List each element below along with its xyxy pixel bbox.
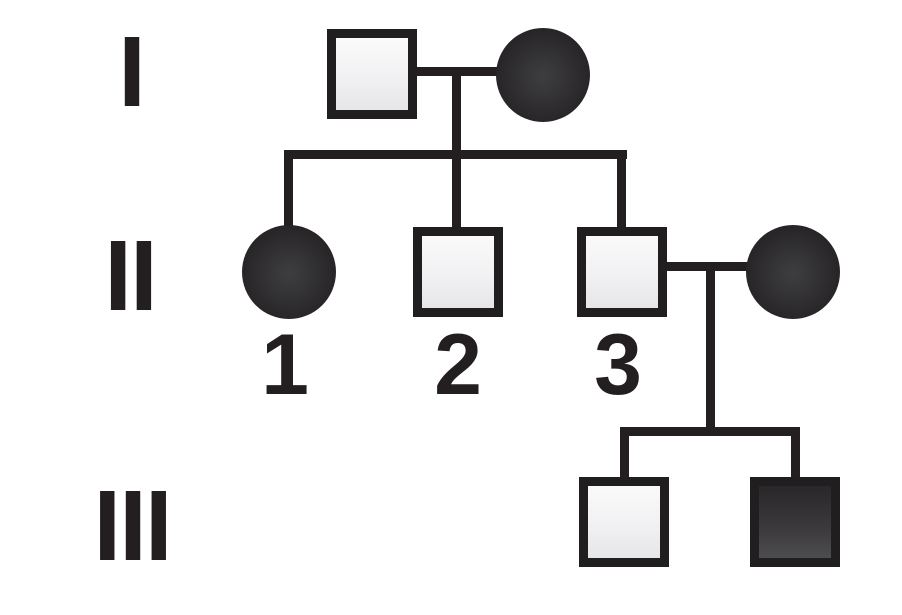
generation-label-3: III (93, 470, 172, 582)
couple-line-generation-2 (663, 262, 751, 271)
generation-label-2: II (104, 220, 158, 332)
generation-label-1: I (118, 16, 146, 128)
drop-line-to-II-1 (284, 155, 293, 229)
individual-III-2-affected-male-square (750, 477, 840, 567)
individual-III-1-unaffected-male-square (579, 477, 669, 567)
individual-I-1-unaffected-male-square (327, 29, 417, 119)
individual-I-2-affected-female-circle (496, 28, 590, 122)
individual-II-2-unaffected-male-square (413, 227, 503, 317)
sibship-line-generation-3 (620, 427, 800, 436)
drop-line-to-III-2 (791, 432, 800, 481)
individual-II-3-unaffected-male-square (577, 227, 667, 317)
individual-number-II-3: 3 (594, 317, 642, 413)
individual-number-II-1: 1 (261, 317, 309, 413)
drop-line-to-III-1 (620, 432, 629, 481)
drop-line-to-II-3 (617, 155, 626, 229)
individual-number-II-2: 2 (434, 317, 482, 413)
couple-line-generation-1 (413, 67, 501, 76)
sibship-line-generation-2 (284, 150, 627, 159)
individual-II-1-affected-female-circle (242, 225, 336, 319)
individual-II-4-affected-female-circle (746, 225, 840, 319)
descent-line-generation-2 (706, 267, 715, 432)
